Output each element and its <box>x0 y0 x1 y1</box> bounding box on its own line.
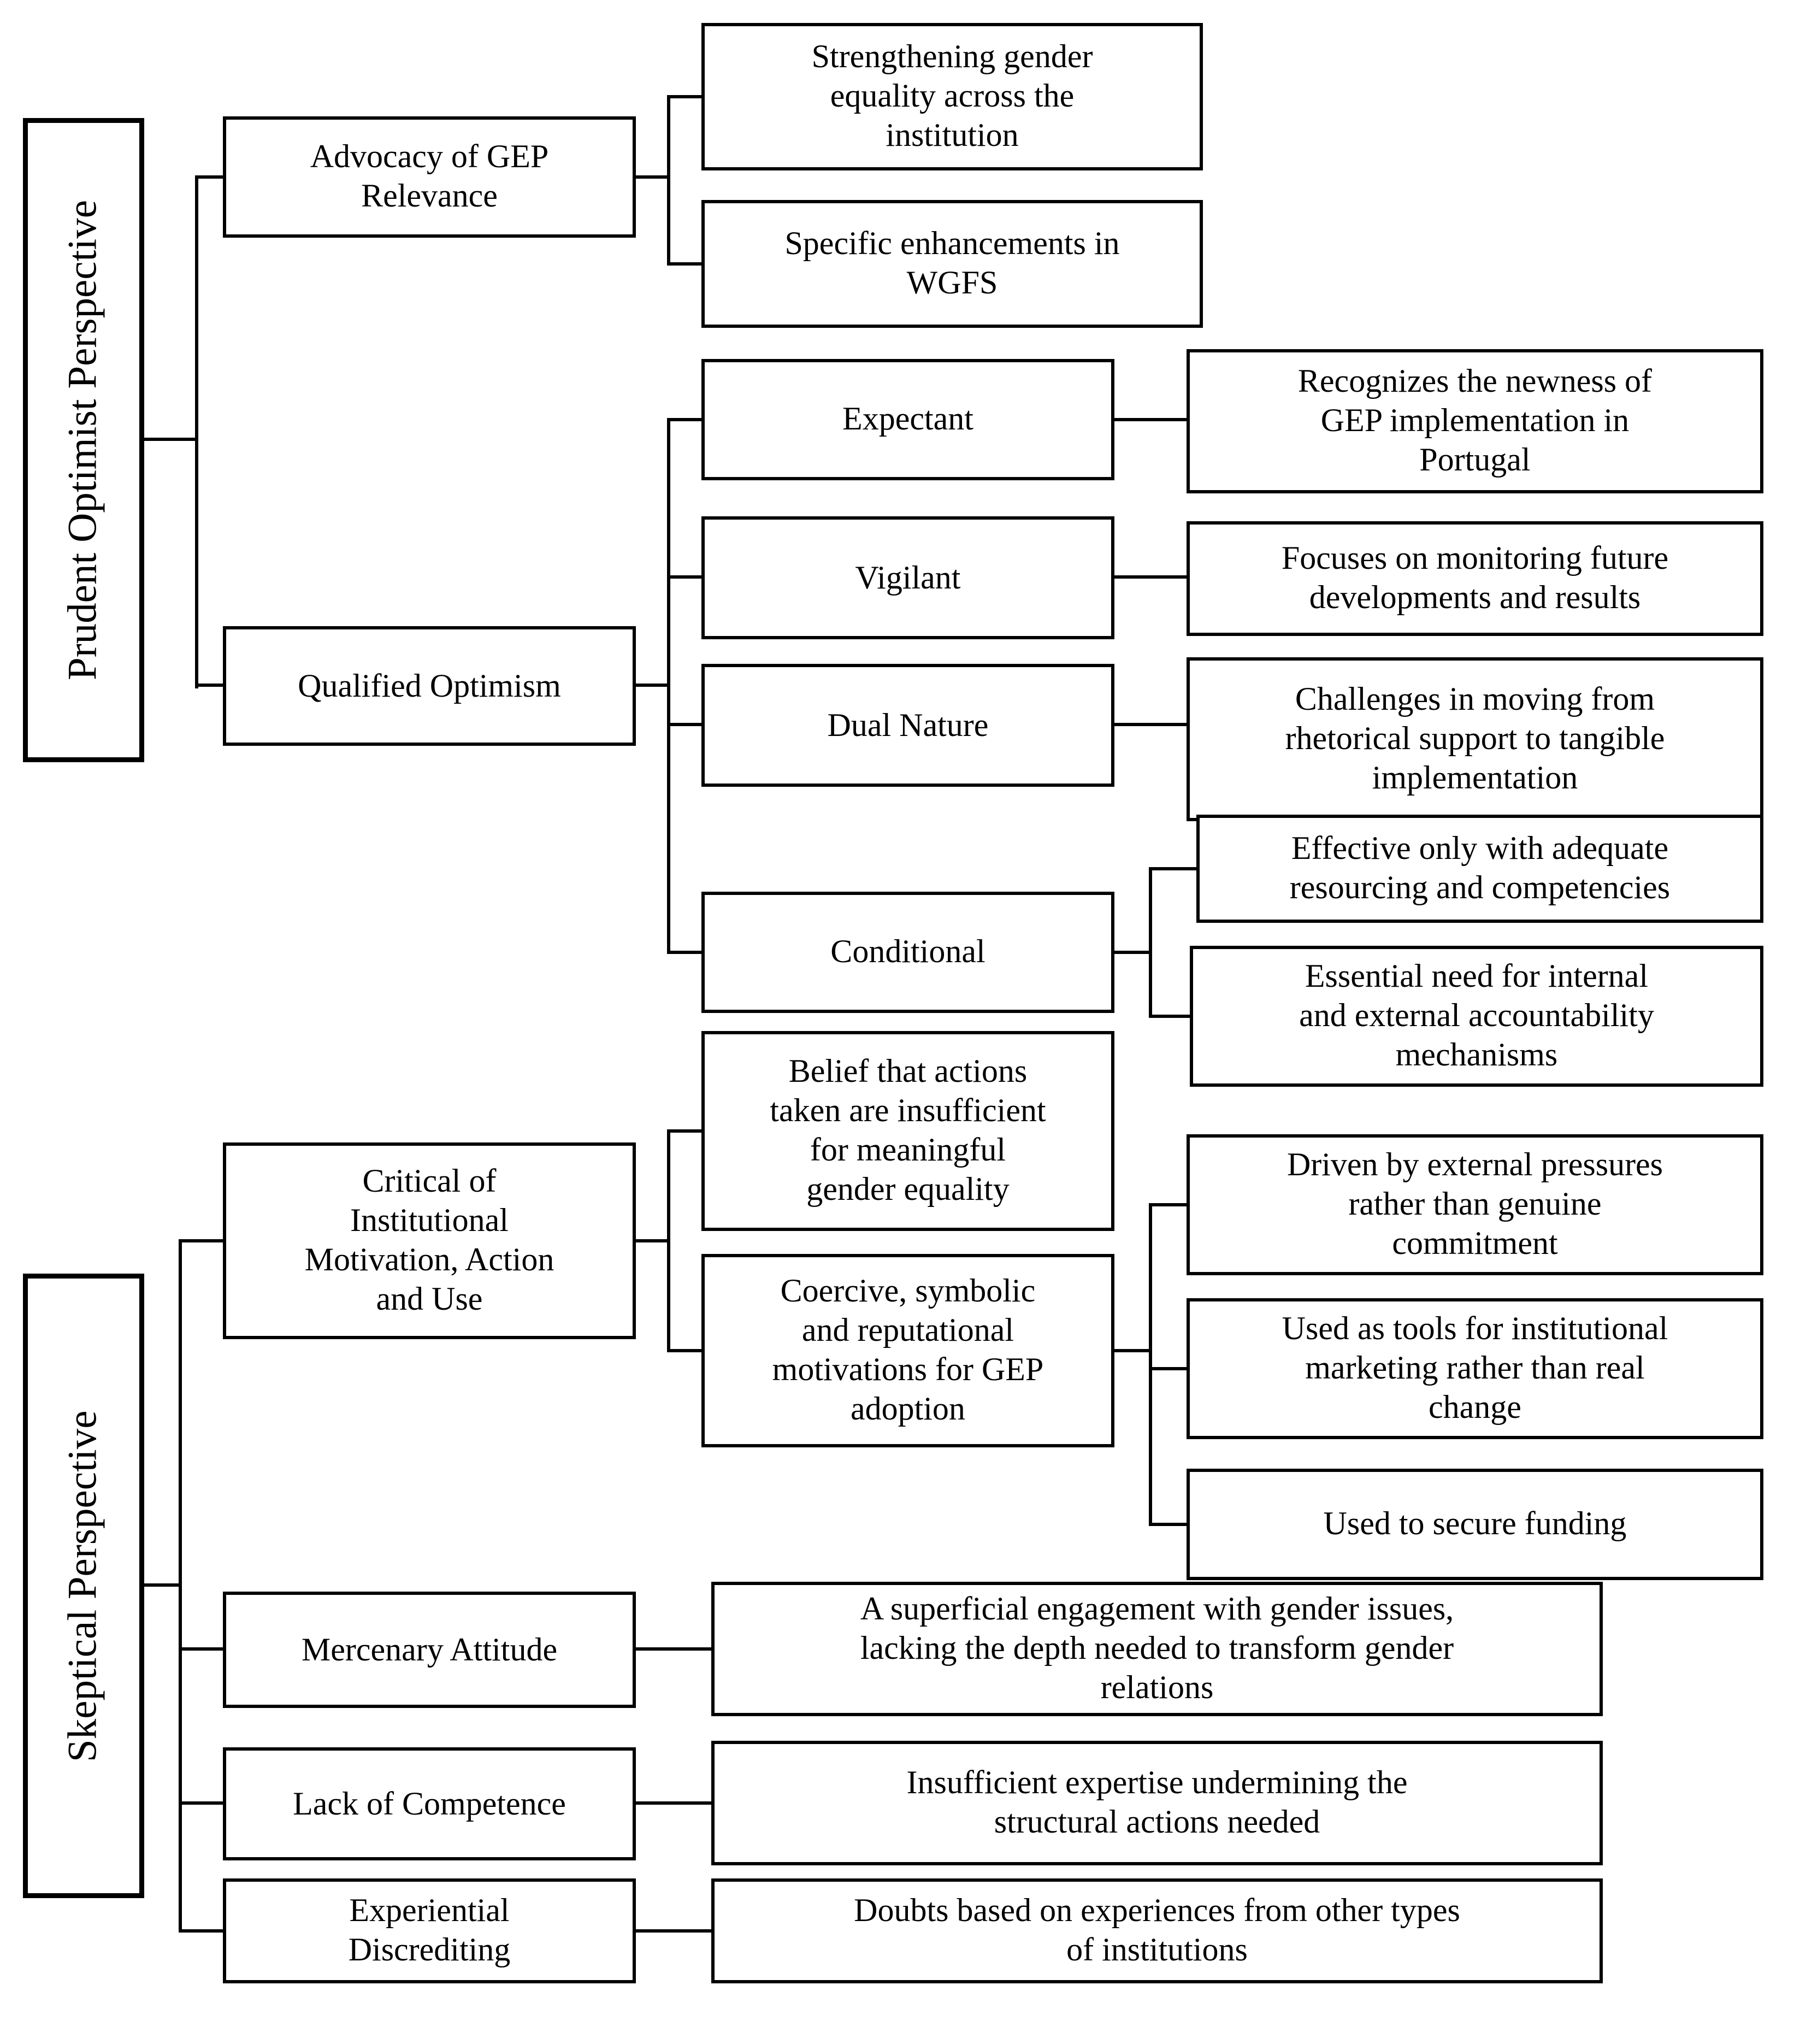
connector-line <box>667 95 701 98</box>
connector-line <box>1114 1349 1150 1352</box>
connector-line <box>1114 418 1187 421</box>
box-lack-of-competence: Lack of Competence <box>223 1747 636 1860</box>
connector-line <box>1149 1203 1187 1206</box>
box-conditional: Conditional <box>701 892 1114 1013</box>
box-insufficient-expertise: Insufficient expertise undermining the s… <box>711 1741 1603 1865</box>
box-doubts-experiences: Doubts based on experiences from other t… <box>711 1878 1603 1983</box>
connector-line <box>144 1583 180 1587</box>
connector-line <box>667 1129 670 1352</box>
connector-line <box>179 1801 223 1805</box>
connector-line <box>1149 867 1196 870</box>
connector-line <box>636 684 669 687</box>
connector-line <box>636 175 669 179</box>
box-vigilant: Vigilant <box>701 516 1114 639</box>
box-qualified-optimism: Qualified Optimism <box>223 626 636 746</box>
connector-line <box>636 1801 711 1805</box>
box-critical-institutional: Critical of Institutional Motivation, Ac… <box>223 1142 636 1339</box>
connector-line <box>195 684 223 687</box>
connector-line <box>1114 723 1187 726</box>
connector-line <box>636 1647 711 1651</box>
connector-line <box>667 575 701 579</box>
connector-line <box>636 1929 711 1933</box>
connector-line <box>667 1349 701 1352</box>
box-recognizes-newness: Recognizes the newness of GEP implementa… <box>1187 349 1763 493</box>
connector-line <box>144 438 197 441</box>
box-used-as-tools: Used as tools for institutional marketin… <box>1187 1298 1763 1439</box>
connector-line <box>1114 575 1187 579</box>
connector-line <box>667 95 670 266</box>
connector-line <box>667 418 670 954</box>
connector-line <box>195 175 223 179</box>
box-effective-only: Effective only with adequate resourcing … <box>1196 815 1763 923</box>
connector-line <box>667 418 701 421</box>
connector-line <box>1149 867 1152 1018</box>
connector-line <box>667 951 701 954</box>
box-strengthening-gender-equality: Strengthening gender equality across the… <box>701 23 1203 170</box>
connector-line <box>667 1129 701 1133</box>
box-experiential-discrediting: Experiential Discrediting <box>223 1878 636 1983</box>
box-essential-need: Essential need for internal and external… <box>1190 946 1763 1087</box>
box-belief-actions-insufficient: Belief that actions taken are insufficie… <box>701 1031 1114 1231</box>
connector-line <box>1149 1367 1187 1370</box>
connector-line <box>179 1239 182 1933</box>
box-used-to-secure-funding: Used to secure funding <box>1187 1469 1763 1580</box>
connector-line <box>1149 1523 1187 1526</box>
box-challenges-moving: Challenges in moving from rhetorical sup… <box>1187 657 1763 821</box>
connector-line <box>1149 1203 1152 1526</box>
box-coercive-symbolic: Coercive, symbolic and reputational moti… <box>701 1254 1114 1447</box>
box-specific-enhancements-wgfs: Specific enhancements in WGFS <box>701 200 1203 328</box>
connector-line <box>195 175 198 688</box>
connector-line <box>179 1647 223 1651</box>
box-superficial-engagement: A superficial engagement with gender iss… <box>711 1582 1603 1716</box>
connector-line <box>179 1929 223 1933</box>
box-focuses-monitoring: Focuses on monitoring future development… <box>1187 521 1763 636</box>
box-driven-external-pressures: Driven by external pressures rather than… <box>1187 1134 1763 1275</box>
connector-line <box>179 1239 223 1242</box>
connector-line <box>1149 1015 1190 1018</box>
connector-line <box>1114 951 1150 954</box>
box-advocacy-of-gep-relevance: Advocacy of GEP Relevance <box>223 116 636 238</box>
box-skeptical-perspective: Skeptical Perspective <box>23 1274 144 1898</box>
connector-line <box>636 1239 669 1242</box>
box-mercenary-attitude: Mercenary Attitude <box>223 1592 636 1708</box>
box-dual-nature: Dual Nature <box>701 664 1114 787</box>
box-prudent-optimist-perspective: Prudent Optimist Perspective <box>23 118 144 762</box>
connector-line <box>667 262 701 266</box>
box-expectant: Expectant <box>701 359 1114 480</box>
connector-line <box>667 723 701 726</box>
